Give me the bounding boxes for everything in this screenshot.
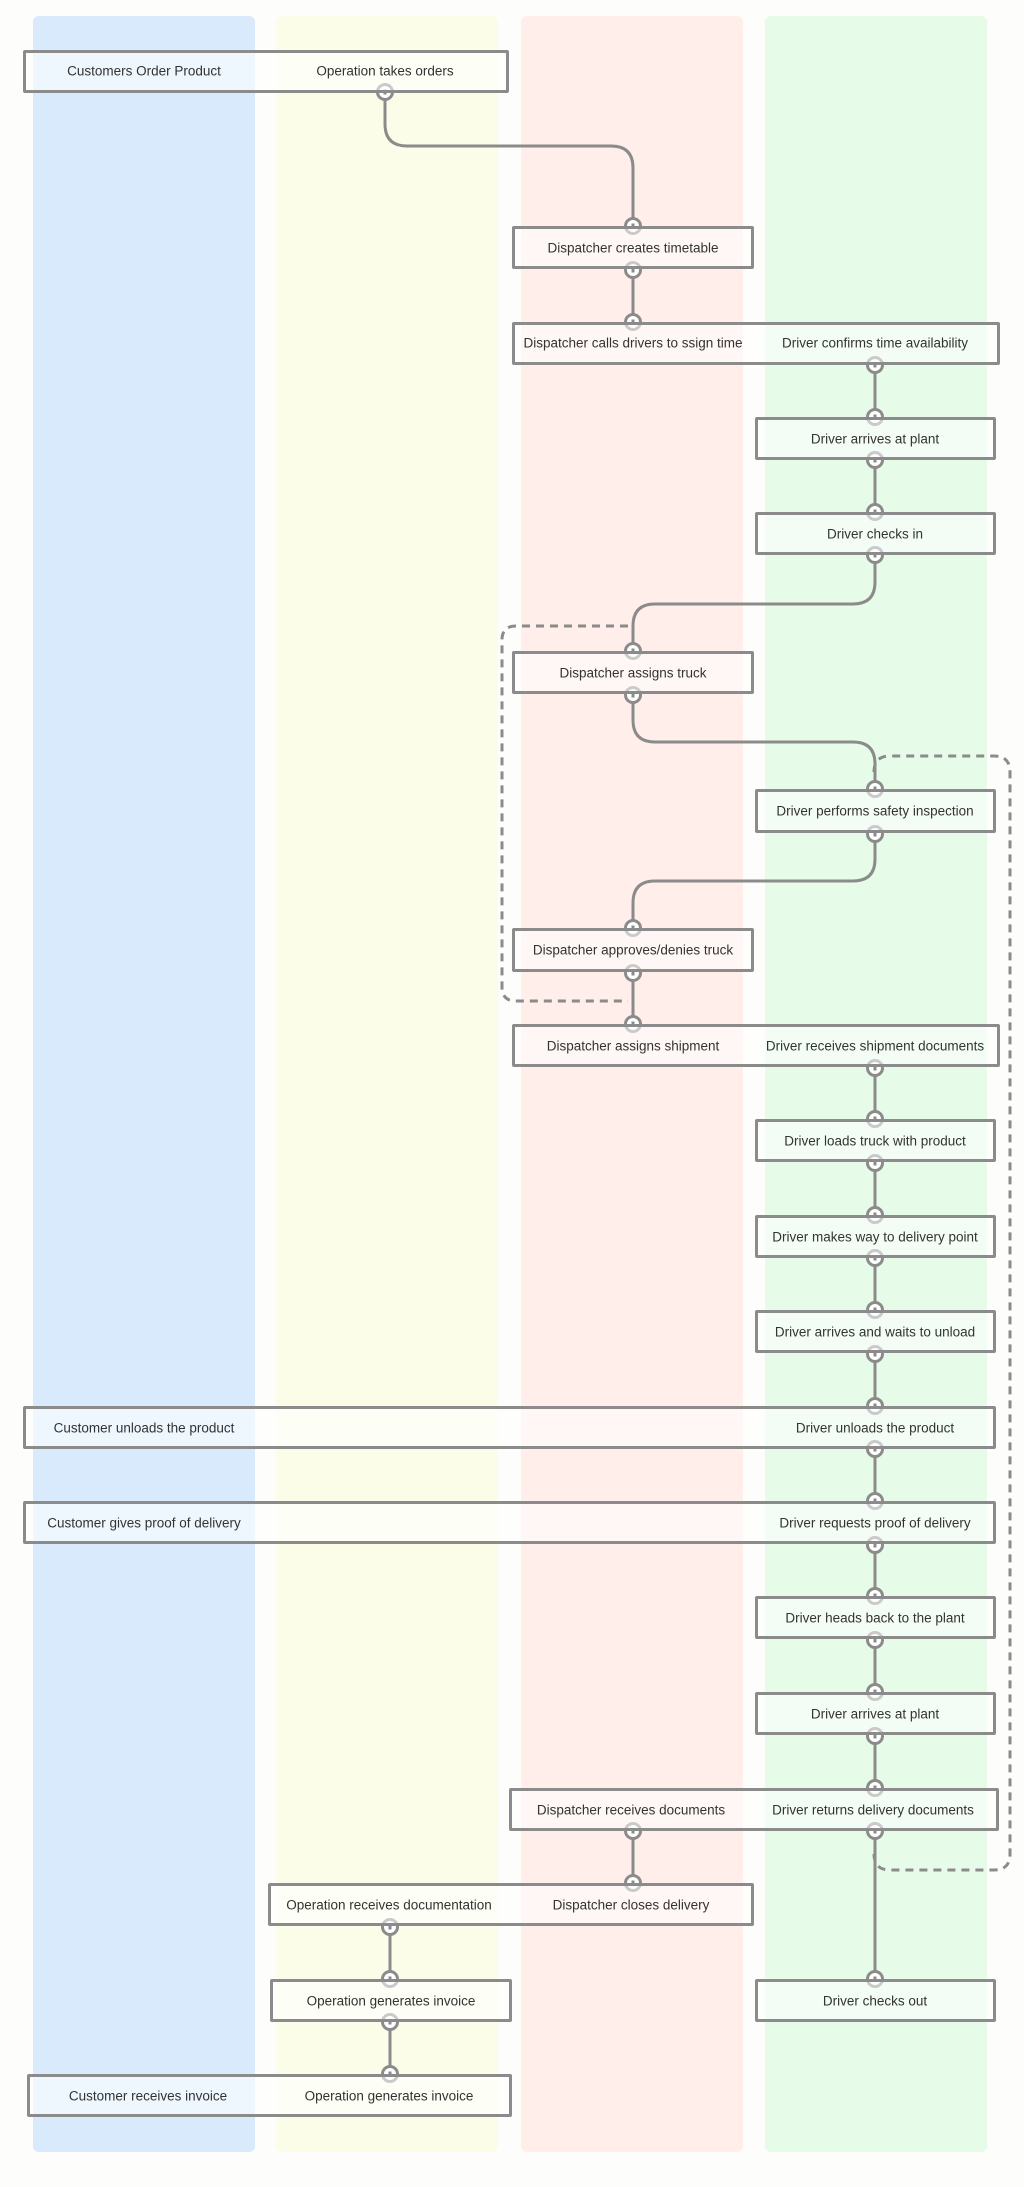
step-label: Driver unloads the product <box>795 1420 955 1436</box>
step-label: Dispatcher creates timetable <box>547 240 719 256</box>
step-box <box>755 417 996 460</box>
step-box <box>23 1501 996 1544</box>
step-box <box>27 2074 512 2117</box>
step-label: Driver performs safety inspection <box>776 803 974 819</box>
step-box <box>23 50 509 93</box>
step-label: Dispatcher approves/denies truck <box>532 942 734 958</box>
step-label: Driver heads back to the plant <box>785 1610 965 1626</box>
step-label: Operation generates invoice <box>306 1993 476 2009</box>
step-label: Operation receives documentation <box>286 1897 492 1913</box>
step-label: Operation generates invoice <box>304 2088 474 2104</box>
step-label: Driver receives shipment documents <box>765 1038 985 1054</box>
step-label: Dispatcher closes delivery <box>552 1897 710 1913</box>
step-label: Driver arrives at plant <box>810 431 940 447</box>
step-box <box>755 1692 996 1735</box>
connector <box>383 92 635 226</box>
step-label: Driver checks in <box>826 526 924 542</box>
step-label: Customer receives invoice <box>68 2088 228 2104</box>
step-box <box>512 651 754 694</box>
step-box <box>755 512 996 555</box>
step-box <box>270 1979 512 2022</box>
step-box <box>755 1596 996 1639</box>
step-box <box>268 1883 754 1926</box>
step-label: Driver arrives and waits to unload <box>774 1324 976 1340</box>
connector <box>631 555 877 651</box>
step-box <box>755 1310 996 1353</box>
step-label: Operation takes orders <box>316 63 454 79</box>
step-box <box>512 1024 1000 1067</box>
lane-operation <box>276 16 498 2152</box>
step-box <box>755 1119 996 1162</box>
step-box <box>755 1979 996 2022</box>
step-box <box>755 1215 996 1258</box>
group-outline-driver <box>872 754 1012 1872</box>
step-label: Driver requests proof of delivery <box>779 1515 971 1531</box>
step-label: Driver loads truck with product <box>784 1133 966 1149</box>
connector <box>631 695 877 789</box>
step-label: Dispatcher receives documents <box>536 1802 726 1818</box>
connector <box>631 834 877 928</box>
step-box <box>512 226 754 269</box>
step-label: Driver confirms time availability <box>781 335 969 351</box>
step-label: Driver makes way to delivery point <box>772 1229 978 1245</box>
group-outline-dispatcher <box>500 624 628 1003</box>
step-label: Dispatcher assigns shipment <box>546 1038 720 1054</box>
step-label: Driver arrives at plant <box>810 1706 940 1722</box>
step-box <box>512 928 754 972</box>
step-label: Dispatcher assigns truck <box>559 665 707 681</box>
step-label: Customer gives proof of delivery <box>47 1515 241 1531</box>
step-box <box>755 789 996 833</box>
step-box <box>509 1788 999 1831</box>
step-label: Dispatcher calls drivers to ssign time <box>523 335 743 351</box>
lane-customer <box>33 16 255 2152</box>
step-box <box>512 322 1000 365</box>
step-box <box>23 1406 996 1449</box>
step-label: Driver returns delivery documents <box>772 1802 974 1818</box>
step-label: Customers Order Product <box>67 63 221 79</box>
step-label: Customer unloads the product <box>53 1420 235 1436</box>
step-label: Driver checks out <box>822 1993 928 2009</box>
